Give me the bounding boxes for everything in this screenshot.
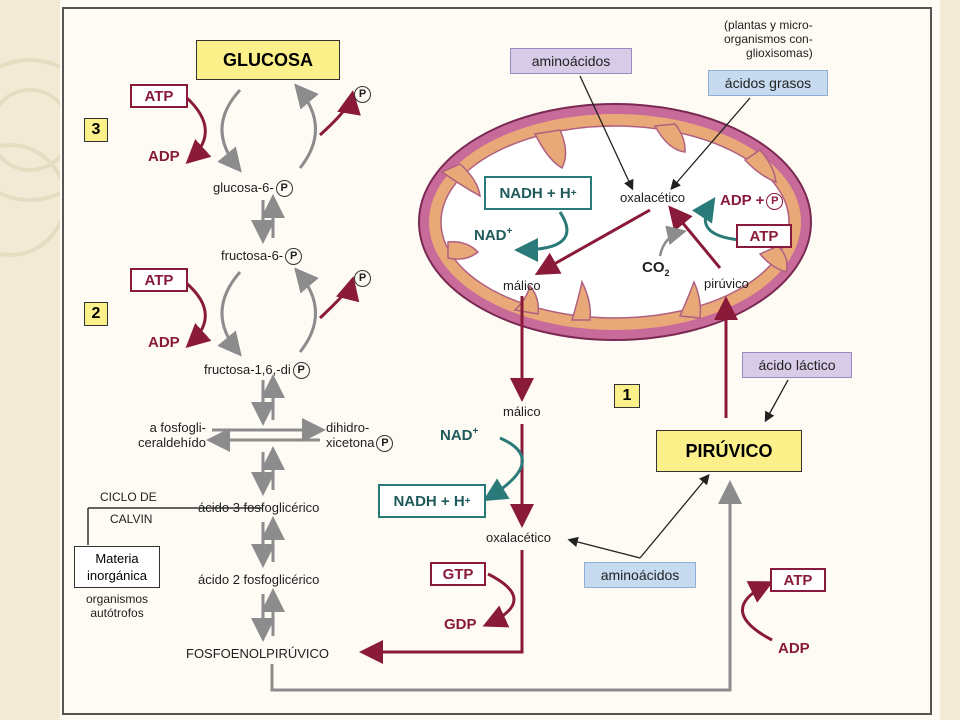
acidos-grasos-box: ácidos grasos — [708, 70, 828, 96]
gliceraldehido-label: a fosfogli- ceraldehído — [138, 420, 206, 450]
piruvico-box: PIRÚVICO — [656, 430, 802, 472]
step-2-box: 2 — [84, 302, 108, 326]
p-circle-f6: P — [285, 248, 303, 266]
gtp-box: GTP — [430, 562, 486, 586]
page-border — [62, 7, 932, 715]
materia-inorganica-box: Materia inorgánica — [74, 546, 160, 588]
adp-plus-p-label: ADP +P — [720, 192, 784, 210]
curved-arrows-glycolysis — [179, 83, 361, 357]
organismos-autotrofos-label: organismos autótrofos — [86, 592, 149, 620]
adp-label-bottom: ADP — [778, 640, 810, 657]
calvin-bracket — [87, 507, 262, 545]
acido-lactico-box: ácido láctico — [742, 352, 852, 378]
step-1-box: 1 — [614, 384, 640, 408]
atp-box-bottom: ATP — [770, 568, 826, 592]
step-3-box: 3 — [84, 118, 108, 142]
p-circle-3: P — [352, 86, 371, 104]
piruvico-mito-label: pirúvico — [704, 276, 749, 291]
gdp-label: GDP — [444, 616, 477, 633]
mitochondrion — [418, 103, 812, 341]
p-circle-g6: P — [275, 180, 293, 198]
aminoacidos-bottom-box: aminoácidos — [584, 562, 696, 588]
acido-3-label: ácido 3 fosfoglicérico — [198, 500, 320, 515]
p-circle-2: P — [352, 270, 371, 288]
nadh-box-out: NADH + H+ — [378, 484, 486, 518]
calvin-label: CALVIN — [110, 512, 153, 526]
p-circle-mito: P — [766, 192, 784, 210]
atp-box-2: ATP — [130, 268, 188, 292]
adp-label-2: ADP — [148, 334, 180, 351]
nadh-box-mito: NADH + H+ — [484, 176, 592, 210]
p-circle-f16: P — [292, 362, 310, 380]
malico-mito-label: málico — [503, 278, 541, 293]
atp-box-3: ATP — [130, 84, 188, 108]
fructosa-6-label: fructosa-6-P — [221, 248, 303, 266]
oxalacetico-out-label: oxalacético — [486, 530, 552, 545]
nad-label-mito: NAD+ — [474, 226, 513, 244]
malico-out-label: málico — [503, 404, 541, 419]
aminoacidos-top-box: aminoácidos — [510, 48, 632, 74]
acido-2-label: ácido 2 fosfoglicérico — [198, 572, 320, 587]
right-pathway — [270, 197, 774, 692]
glioxisomas-note: (plantas y micro- organismos con- glioxi… — [724, 18, 813, 60]
p-circle-dhap: P — [376, 435, 394, 453]
nad-label-out: NAD+ — [440, 426, 479, 444]
pointer-arrows — [567, 75, 789, 559]
ciclo-de-label: CICLO DE — [100, 490, 157, 504]
oxalacetico-mito-label: oxalacético — [620, 190, 686, 205]
fosfoenolpiruvico-label: FOSFOENOLPIRÚVICO — [186, 646, 330, 661]
co2-label: CO2 — [642, 259, 670, 278]
glucosa-box: GLUCOSA — [196, 40, 340, 80]
atp-box-mito: ATP — [736, 224, 792, 248]
glycolysis-arrows — [206, 194, 326, 642]
glucosa-6-label: glucosa-6-P — [213, 180, 293, 198]
adp-label-3: ADP — [148, 148, 180, 165]
